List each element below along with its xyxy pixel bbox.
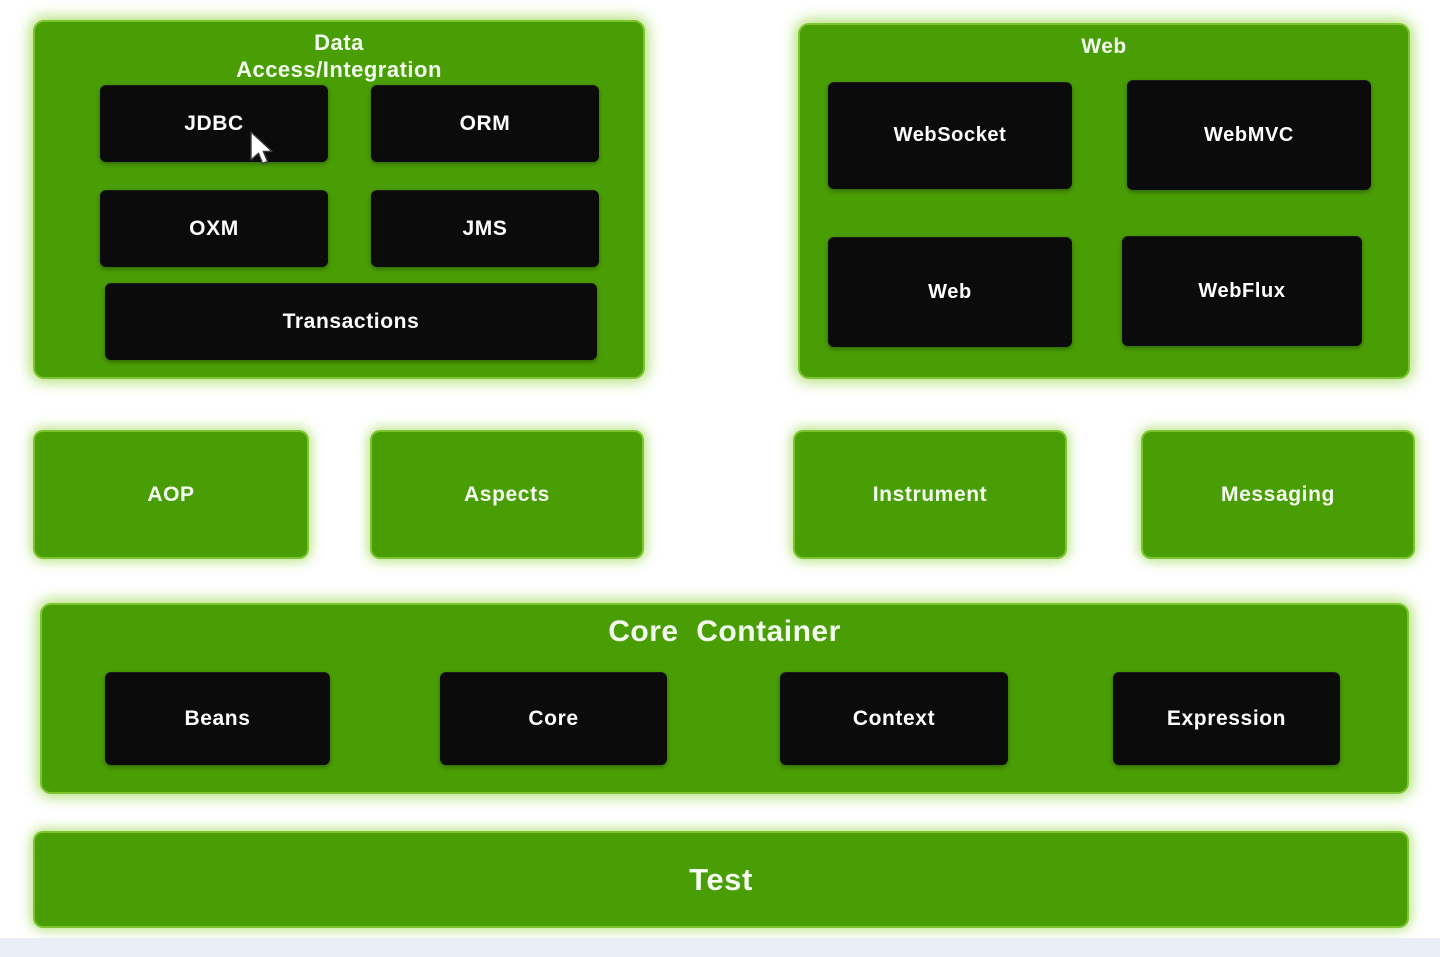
panel-data-access-integration: Data Access/Integration JDBC ORM OXM JMS… xyxy=(35,22,643,377)
module-orm: ORM xyxy=(371,85,599,162)
module-core: Core xyxy=(440,672,667,765)
panel-web-title: Web xyxy=(1081,35,1127,58)
module-webmvc: WebMVC xyxy=(1127,80,1371,190)
module-web: Web xyxy=(828,237,1072,347)
module-expression: Expression xyxy=(1113,672,1340,765)
panel-data-access-title-line2: Access/Integration xyxy=(236,57,442,82)
panel-data-access-title-line1: Data xyxy=(314,30,364,55)
panel-web: Web WebSocket WebMVC Web WebFlux xyxy=(800,25,1408,377)
module-aspects: Aspects xyxy=(372,432,642,557)
module-webflux: WebFlux xyxy=(1122,236,1362,346)
module-context: Context xyxy=(780,672,1008,765)
panel-test: Test xyxy=(35,833,1407,926)
panel-core-container: Core Container Beans Core Context Expres… xyxy=(42,605,1407,792)
module-instrument: Instrument xyxy=(795,432,1065,557)
module-jdbc: JDBC xyxy=(100,85,328,162)
panel-core-container-title: Core Container xyxy=(608,615,841,648)
module-messaging: Messaging xyxy=(1143,432,1413,557)
module-aop: AOP xyxy=(35,432,307,557)
bottom-strip xyxy=(0,938,1440,957)
panel-data-access-title: Data Access/Integration xyxy=(35,29,643,83)
module-transactions: Transactions xyxy=(105,283,597,360)
module-oxm: OXM xyxy=(100,190,328,267)
module-jms: JMS xyxy=(371,190,599,267)
module-websocket: WebSocket xyxy=(828,82,1072,189)
module-beans: Beans xyxy=(105,672,330,765)
